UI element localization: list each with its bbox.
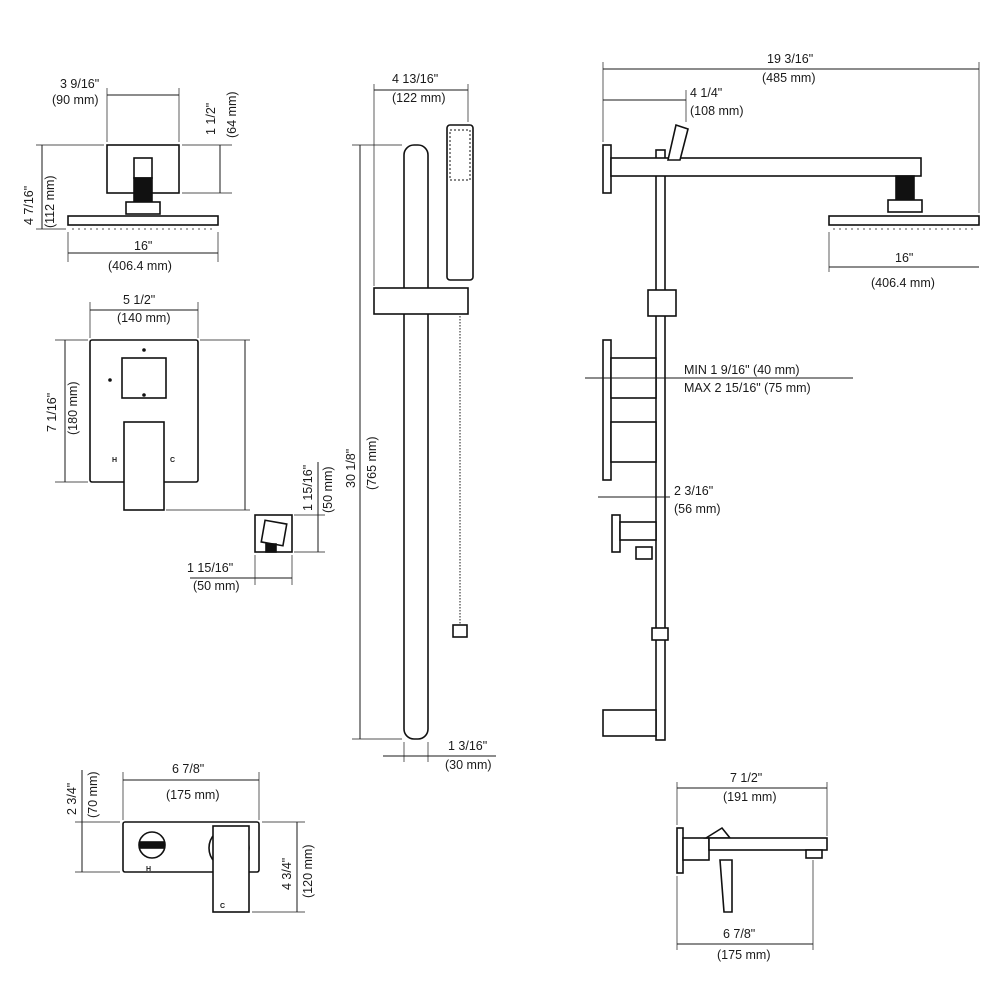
tub-trim-front-view: H C 6 7/8" (175 mm) 2 3/4" (70 mm) 4 3/4… <box>65 762 315 913</box>
spout-valve-body <box>682 837 710 861</box>
side-hose-conn <box>651 627 669 641</box>
diverter-knob <box>121 357 167 399</box>
tub-cold-label: C <box>220 903 225 910</box>
valve-height-in: 7 1/16" <box>45 393 59 432</box>
arm-flange <box>602 144 612 194</box>
tub-width-in: 6 7/8" <box>172 762 204 776</box>
slide-bar <box>403 144 429 740</box>
head-width-in: 3 9/16" <box>60 77 99 91</box>
valve-handle <box>123 421 165 511</box>
side-bar-holder <box>647 289 677 317</box>
wall-line <box>655 149 666 741</box>
valve-trim-front-view: H C 5 1/2" (140 mm) 7 1/16" (180 mm) <box>45 293 250 511</box>
spout-reach-in: 7 1/2" <box>730 771 762 785</box>
head-drop-mm: (112 mm) <box>43 175 57 228</box>
hand-shower <box>446 124 474 281</box>
ball-joint <box>133 177 153 203</box>
bar-height-mm: (765 mm) <box>365 437 379 490</box>
side-elbow-plate <box>611 514 621 553</box>
valve-hot-label: H <box>112 457 117 464</box>
indicator-dot <box>108 378 112 382</box>
hose-nut <box>452 624 468 638</box>
hand-shower-nozzles <box>449 129 471 181</box>
side-head-nut <box>887 199 923 213</box>
bar-height-in: 30 1/8" <box>344 449 358 488</box>
shower-head-plate <box>67 215 219 226</box>
tub-knob-bar <box>139 841 165 849</box>
total-reach-in: 19 3/16" <box>767 52 813 66</box>
total-reach-mm: (485 mm) <box>762 71 815 85</box>
arm-height-in: 1 1/2" <box>204 103 218 135</box>
spout-knob <box>703 826 732 839</box>
bar-dia-mm: (30 mm) <box>445 758 492 772</box>
side-view-system: 19 3/16" (485 mm) 4 1/4" (108 mm) 16" (4… <box>585 52 980 741</box>
side-elbow-nut <box>635 546 653 560</box>
bar-dia-in: 1 3/16" <box>448 739 487 753</box>
tub-total-mm: (120 mm) <box>301 845 315 898</box>
side-handle <box>610 421 657 463</box>
hand-width-mm: (122 mm) <box>392 91 445 105</box>
valve-proj-in: 2 3/16" <box>674 484 713 498</box>
side-head-in: 16" <box>895 251 913 265</box>
spout-reach-mm: (191 mm) <box>723 790 776 804</box>
arm-offset-mm: (108 mm) <box>690 104 743 118</box>
hand-width-in: 4 13/16" <box>392 72 438 86</box>
side-tub-spout <box>602 709 657 737</box>
head-nut <box>125 201 161 215</box>
tub-handle <box>212 825 250 913</box>
side-elbow <box>619 521 657 541</box>
shower-arm <box>610 157 922 177</box>
elbow-width-in: 1 15/16" <box>187 561 233 575</box>
spout-handle <box>719 859 733 913</box>
valve-width-mm: (140 mm) <box>117 311 170 325</box>
shower-head-front-view: 3 9/16" (90 mm) 1 1/2" (64 mm) 4 7/16" (… <box>22 77 239 273</box>
bar-holder <box>373 287 469 315</box>
side-valve-plate <box>602 339 612 481</box>
water-elbow-view: 1 15/16" (50 mm) 1 15/16" (50 mm) <box>187 462 335 593</box>
side-head-mm: (406.4 mm) <box>871 276 935 290</box>
spout-plate-mm: (175 mm) <box>717 948 770 962</box>
handshower-side <box>666 123 689 161</box>
spout-outlet <box>805 849 823 859</box>
tub-height-mm: (70 mm) <box>86 771 100 818</box>
depth-max: MAX 2 15/16" (75 mm) <box>684 381 811 395</box>
arm-connector <box>133 157 153 179</box>
tub-height-in: 2 3/4" <box>65 783 79 815</box>
indicator-dot <box>142 348 146 352</box>
spout-arm <box>708 837 828 851</box>
tub-hot-label: H <box>146 866 151 873</box>
tub-spout-side-view: 7 1/2" (191 mm) 6 7/8" (175 mm) <box>676 771 828 962</box>
depth-min: MIN 1 9/16" (40 mm) <box>684 363 800 377</box>
arm-offset-in: 4 1/4" <box>690 86 722 100</box>
tub-width-mm: (175 mm) <box>166 788 219 802</box>
valve-cold-label: C <box>170 457 175 464</box>
valve-width-in: 5 1/2" <box>123 293 155 307</box>
tub-total-in: 4 3/4" <box>280 858 294 890</box>
spout-plate <box>676 827 684 874</box>
slide-bar-view: 4 13/16" (122 mm) 30 1/8" (765 mm) 1 3/1… <box>344 72 496 772</box>
arm-height-mm: (64 mm) <box>225 91 239 138</box>
head-width-mm: (90 mm) <box>52 93 99 107</box>
elbow-height-mm: (50 mm) <box>321 466 335 513</box>
valve-proj-mm: (56 mm) <box>674 502 721 516</box>
side-shower-head <box>828 215 980 226</box>
elbow-height-in: 1 15/16" <box>301 465 315 511</box>
elbow-body <box>260 519 288 547</box>
elbow-outlet <box>265 543 277 553</box>
elbow-width-mm: (50 mm) <box>193 579 240 593</box>
head-drop-in: 4 7/16" <box>22 186 36 225</box>
valve-height-mm: (180 mm) <box>66 382 80 435</box>
head-dia-mm: (406.4 mm) <box>108 259 172 273</box>
spout-plate-in: 6 7/8" <box>723 927 755 941</box>
head-dia-in: 16" <box>134 239 152 253</box>
indicator-dot <box>142 393 146 397</box>
side-ball-joint <box>895 175 915 201</box>
